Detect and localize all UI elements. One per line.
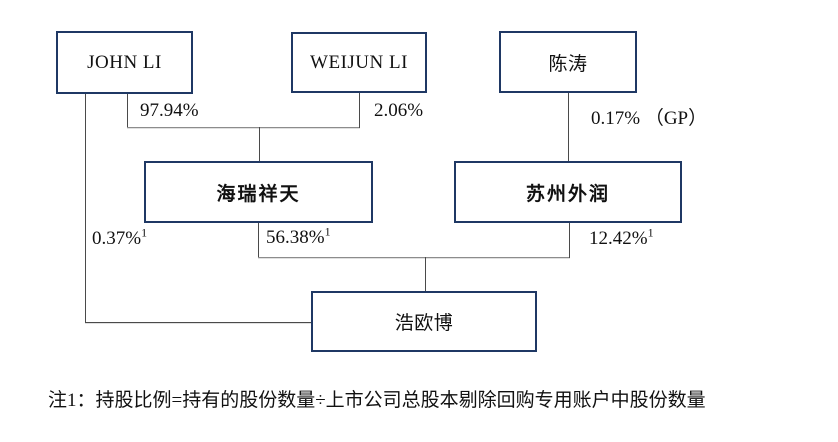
node-john-li: JOHN LI [56, 31, 193, 94]
node-hairui-xiangtian: 海瑞祥天 [144, 161, 373, 223]
edge-label-john-to-haooubo: 0.37%1 [92, 225, 148, 250]
connector-top-horizontal [127, 127, 360, 128]
connector-mid-horizontal [258, 257, 570, 258]
connector-john-li-down-long [85, 94, 86, 323]
connector-to-haooubo-left [85, 322, 311, 323]
percent-text: 56.38% [266, 227, 325, 248]
percent-text: 12.42% [589, 228, 648, 249]
node-haooubo: 浩欧博 [311, 291, 537, 352]
node-chen-tao-label: 陈涛 [548, 53, 588, 75]
edge-label-weijun-to-hairui: 2.06% [374, 100, 423, 122]
footnote-marker: 1 [647, 225, 654, 240]
connector-weijun-li-down [359, 93, 360, 128]
edge-label-john-to-hairui: 97.94% [140, 100, 199, 122]
percent-text: 0.37% [92, 228, 142, 249]
connector-hairui-down [258, 223, 259, 258]
connector-john-li-down [127, 94, 128, 128]
edge-label-chentao-to-wairun: 0.17% （GP） [591, 103, 707, 130]
node-haooubo-label: 浩欧博 [394, 313, 454, 334]
connector-wairun-down [569, 223, 570, 258]
footnote-marker: 1 [324, 224, 331, 239]
node-weijun-li-label: WEIJUN LI [310, 51, 408, 73]
footnote: 注1：持股比例=持有的股份数量÷上市公司总股本剔除回购专用账户中股份数量 [48, 390, 706, 411]
node-suzhou-wairun: 苏州外润 [454, 161, 682, 223]
footnote-marker: 1 [141, 225, 148, 240]
connector-to-haooubo-top [425, 257, 426, 292]
node-suzhou-wairun-label: 苏州外润 [525, 183, 610, 205]
node-weijun-li: WEIJUN LI [291, 32, 427, 93]
percent-text: 97.94% [140, 100, 199, 121]
percent-text: 0.17% （GP） [591, 108, 708, 129]
connector-to-hairui-top [259, 127, 260, 162]
node-john-li-label: JOHN LI [87, 51, 162, 73]
connector-chentao-to-wairun [568, 93, 569, 162]
node-chen-tao: 陈涛 [499, 31, 637, 93]
node-hairui-xiangtian-label: 海瑞祥天 [216, 183, 301, 205]
percent-text: 2.06% [374, 100, 424, 121]
edge-label-hairui-to-haooubo: 56.38%1 [266, 224, 331, 249]
edge-label-wairun-to-haooubo: 12.42%1 [589, 225, 654, 250]
